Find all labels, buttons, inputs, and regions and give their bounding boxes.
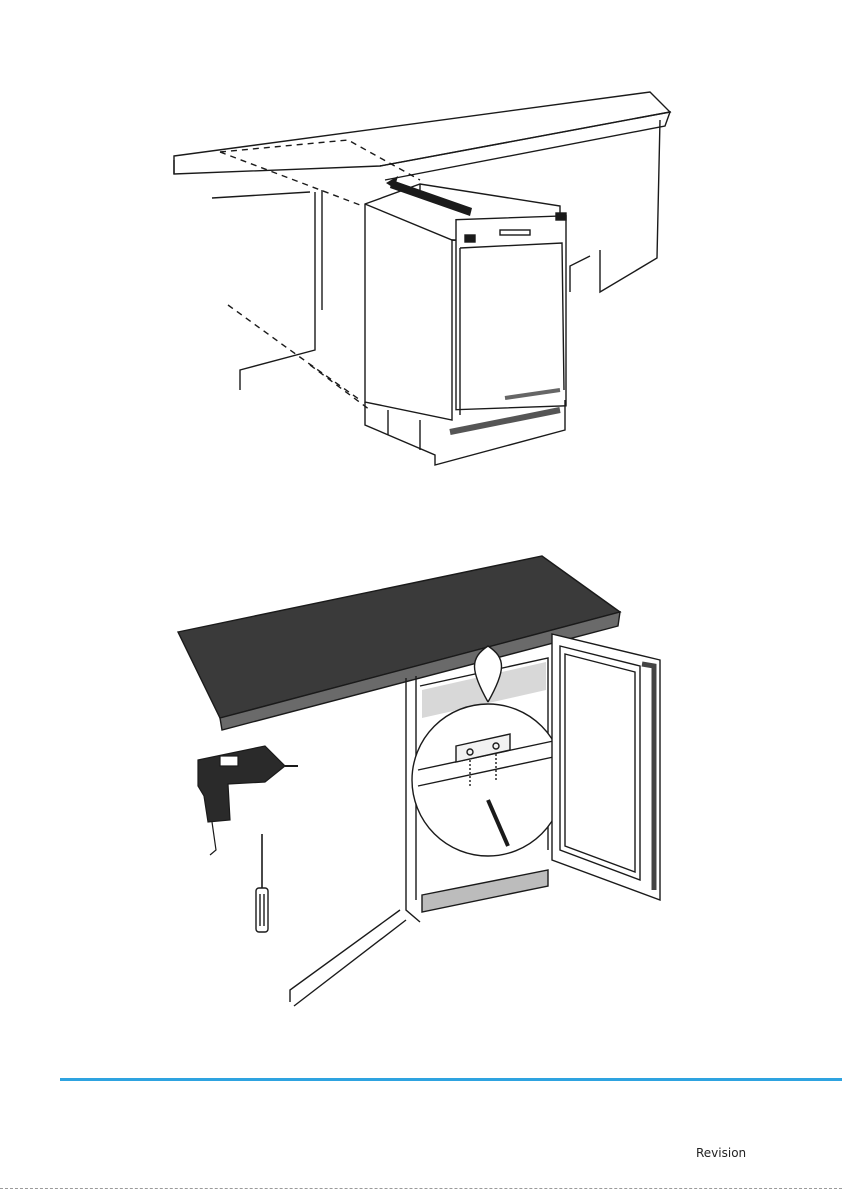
page-bottom-border [0,1188,842,1189]
open-door [552,634,660,900]
fridge-fix-to-countertop-illustration [170,550,670,1020]
screwdriver [256,834,268,932]
detail-magnifier [412,704,564,856]
power-drill [198,746,298,855]
revision-label: Revision [696,1146,746,1160]
fridge-slide-in-illustration [160,80,680,480]
footer-divider [60,1078,842,1081]
countertop-outline [174,92,670,174]
